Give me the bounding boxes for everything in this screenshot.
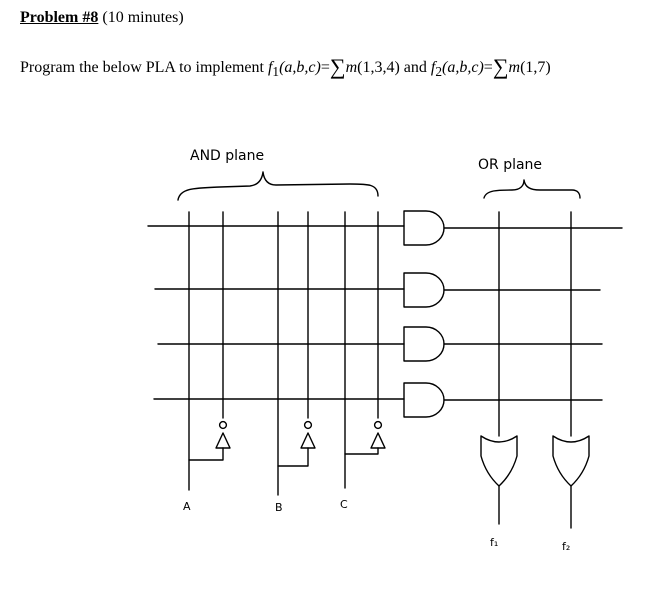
prompt-lead: Program the below PLA to implement xyxy=(20,59,264,76)
inverter-a xyxy=(215,420,231,449)
input-label-c: C xyxy=(340,498,348,511)
f2-equals: = xyxy=(483,59,493,76)
and-gate-3 xyxy=(403,326,445,362)
and-gate-1 xyxy=(403,210,445,246)
inverter-a-feed xyxy=(188,447,224,461)
f1-minterms: (1,3,4) xyxy=(357,59,400,76)
and-plane-brace xyxy=(177,171,379,201)
f2-minterms: (1,7) xyxy=(520,59,551,76)
and-plane-label: AND plane xyxy=(190,148,264,164)
f1-sigma: ∑ xyxy=(329,54,346,79)
f2-name: f xyxy=(430,59,436,76)
output-label-f1: f₁ xyxy=(490,536,498,549)
f2-args: (a,b,c) xyxy=(442,59,484,76)
f2-m: m xyxy=(508,59,521,76)
problem-time: (10 minutes) xyxy=(102,9,184,26)
output-label-f2: f₂ xyxy=(562,540,570,553)
problem-number: Problem #8 xyxy=(20,9,99,26)
inverter-c-feed xyxy=(344,447,379,455)
input-label-b: B xyxy=(275,501,283,514)
inverter-c xyxy=(370,420,386,449)
or-gate-2 xyxy=(552,435,590,487)
f2-subscript: 2 xyxy=(435,64,443,80)
prompt-and: and xyxy=(403,59,427,76)
inverter-b-feed xyxy=(277,447,309,467)
f1-subscript: 1 xyxy=(272,64,280,80)
problem-heading: Problem #8 (10 minutes) xyxy=(20,9,184,27)
f1-m: m xyxy=(345,59,358,76)
input-label-a: A xyxy=(183,500,191,513)
f1-equals: = xyxy=(320,59,330,76)
and-gate-2 xyxy=(403,272,445,308)
or-gate-1 xyxy=(480,435,518,487)
inverter-b xyxy=(300,420,316,449)
f1-name: f xyxy=(267,59,273,76)
f1-args: (a,b,c) xyxy=(279,59,321,76)
and-gate-4 xyxy=(403,382,445,418)
or-plane-label: OR plane xyxy=(478,157,542,173)
or-plane-brace xyxy=(483,179,581,199)
f2-sigma: ∑ xyxy=(492,54,509,79)
problem-prompt: Program the below PLA to implement f1(a,… xyxy=(20,54,551,80)
